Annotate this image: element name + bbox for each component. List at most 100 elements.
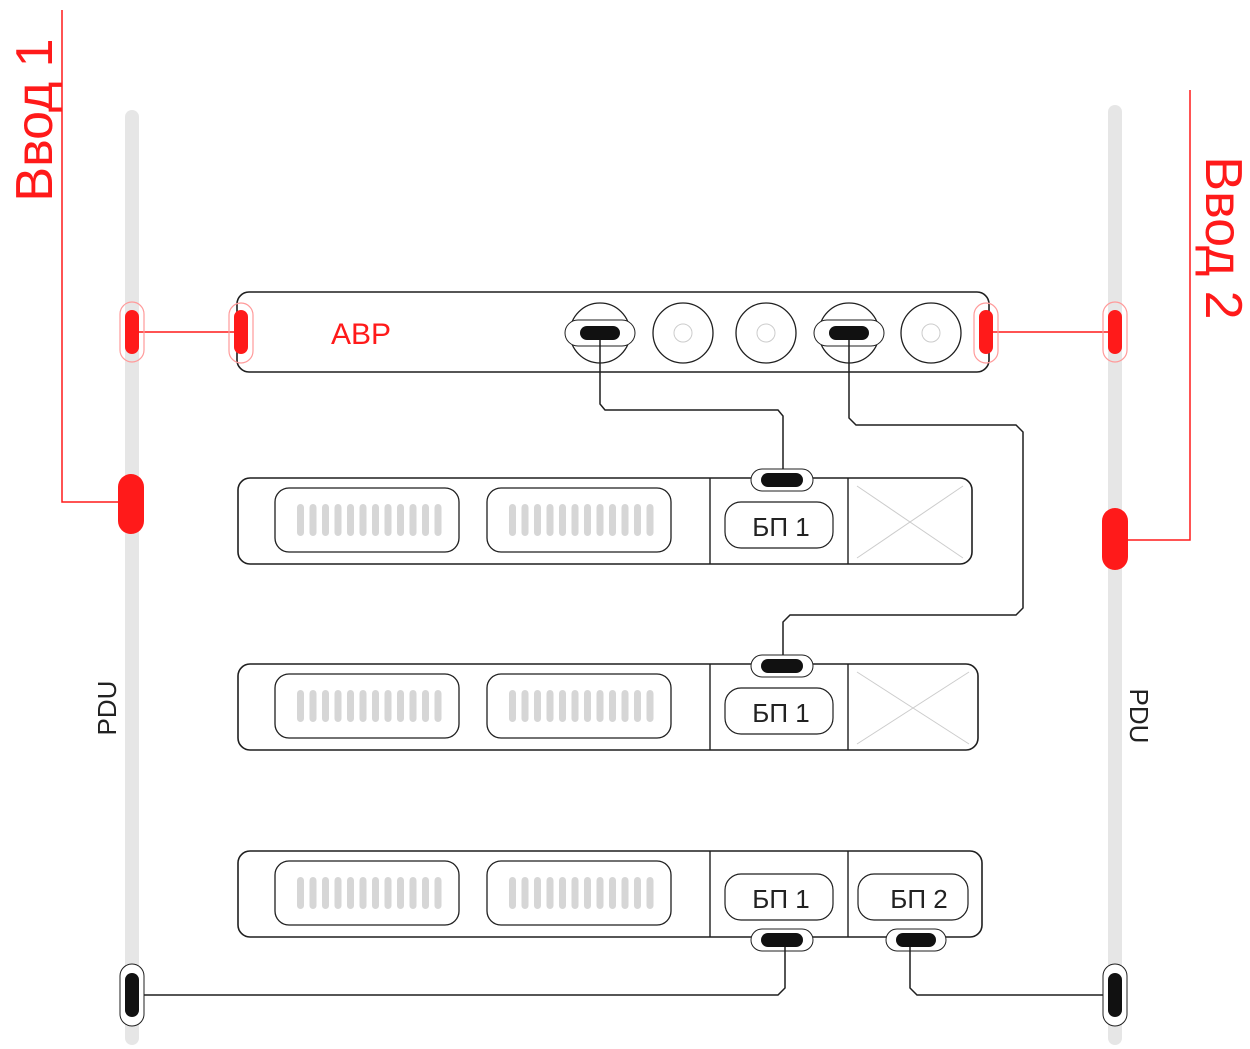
- ats-right-inlet: [979, 310, 993, 354]
- server-3-fan-module-1: [274, 860, 460, 926]
- input2-feed-line: [1128, 90, 1191, 541]
- server-3-psu1-label: БП 1: [752, 884, 809, 914]
- fan-slat: [434, 504, 442, 536]
- fan-slat: [372, 690, 379, 722]
- fan-slat: [422, 504, 429, 536]
- server-2-psu1-label: БП 1: [752, 698, 809, 728]
- server-1: БП 1: [237, 468, 973, 565]
- fan-slat: [584, 690, 591, 722]
- fan-slat: [571, 504, 579, 536]
- cable-ats-to-server2: [782, 340, 1024, 664]
- server-2-fan-module-1: [274, 673, 460, 739]
- fan-slat: [322, 504, 329, 536]
- cable-server3-psu2-to-pdu-right: [909, 947, 1115, 996]
- server-3-psu1-inlet: [761, 933, 803, 947]
- server-2: БП 1: [237, 654, 979, 751]
- server-1-psu1-inlet: [761, 473, 803, 487]
- server-3-fan-module-2: [486, 860, 672, 926]
- fan-slat: [546, 504, 554, 536]
- fan-slat: [422, 877, 429, 909]
- fan-slat: [359, 504, 367, 536]
- fan-slat: [297, 504, 304, 536]
- fan-slat: [571, 690, 579, 722]
- fan-slat: [646, 504, 654, 536]
- fan-slat: [384, 690, 392, 722]
- fan-slat: [584, 504, 591, 536]
- fan-slat: [646, 690, 654, 722]
- fan-slat: [584, 877, 591, 909]
- fan-slat: [334, 504, 342, 536]
- fan-slat: [521, 877, 529, 909]
- fan-slat: [621, 877, 629, 909]
- fan-slat: [309, 504, 317, 536]
- fan-slat: [534, 690, 541, 722]
- fan-slat: [571, 877, 579, 909]
- fan-slat: [334, 877, 342, 909]
- fan-slat: [309, 877, 317, 909]
- pdu-right-ats-connector-outline: [1102, 301, 1128, 363]
- ats-outlet-3: [735, 302, 797, 364]
- fan-slat: [434, 690, 442, 722]
- fan-slat: [559, 877, 566, 909]
- input2-label: Ввод 2: [1194, 156, 1250, 319]
- ats-left-inlet-outline: [228, 302, 254, 364]
- ats-right-inlet-outline: [973, 302, 999, 364]
- pdu-right-ats-connector: [1108, 310, 1122, 354]
- fan-slat: [646, 877, 654, 909]
- fan-slat: [347, 690, 354, 722]
- ats-outlet-2: [652, 302, 714, 364]
- fan-slat: [534, 504, 541, 536]
- input1-pdu-connector: [118, 474, 144, 534]
- server-1-empty-psu-slot: [856, 485, 964, 559]
- fan-slat: [559, 504, 566, 536]
- fan-slat: [559, 690, 566, 722]
- fan-slat: [359, 690, 367, 722]
- fan-slat: [409, 690, 417, 722]
- fan-slat: [609, 690, 616, 722]
- fan-slat: [596, 877, 604, 909]
- fan-slat: [621, 504, 629, 536]
- fan-slat: [521, 690, 529, 722]
- fan-slat: [347, 877, 354, 909]
- input2-pdu-connector: [1102, 508, 1128, 570]
- pdu-right-outlet: [1108, 973, 1122, 1017]
- ats-outlet-4: [813, 302, 885, 364]
- input1-label: Ввод 1: [6, 38, 64, 201]
- ats-label: АВР: [331, 318, 391, 351]
- pdu-left-ats-connector: [125, 310, 139, 354]
- server-2-empty-psu-slot: [856, 671, 970, 745]
- input1-feed-line: [61, 10, 118, 503]
- fan-slat: [609, 504, 616, 536]
- fan-slat: [384, 504, 392, 536]
- fan-slat: [397, 877, 404, 909]
- fan-slat: [297, 690, 304, 722]
- fan-slat: [634, 877, 641, 909]
- fan-slat: [422, 690, 429, 722]
- fan-slat: [634, 690, 641, 722]
- fan-slat: [546, 690, 554, 722]
- cable-server3-psu1-to-pdu-left: [132, 947, 786, 996]
- server-1-fan-module-2: [486, 487, 672, 553]
- ats-outlet-1: [564, 302, 636, 364]
- fan-slat: [359, 877, 367, 909]
- ats-outlet-5: [900, 302, 962, 364]
- fan-slat: [322, 877, 329, 909]
- fan-slat: [384, 877, 392, 909]
- pdu-left-bar: [125, 110, 139, 1045]
- pdu-left-ats-connector-outline: [119, 301, 145, 363]
- ats-left-inlet: [234, 310, 248, 354]
- fan-slat: [347, 504, 354, 536]
- pdu-right-label: PDU: [1124, 689, 1154, 744]
- fan-slat: [297, 877, 304, 909]
- server-1-psu1-label: БП 1: [752, 512, 809, 542]
- fan-slat: [409, 504, 417, 536]
- fan-slat: [596, 690, 604, 722]
- cable-ats-to-server1: [599, 340, 784, 478]
- server-1-fan-module-1: [274, 487, 460, 553]
- fan-slat: [434, 877, 442, 909]
- server-2-fan-module-2: [486, 673, 672, 739]
- fan-slat: [409, 877, 417, 909]
- fan-slat: [509, 690, 516, 722]
- pdu-left-label: PDU: [92, 681, 122, 736]
